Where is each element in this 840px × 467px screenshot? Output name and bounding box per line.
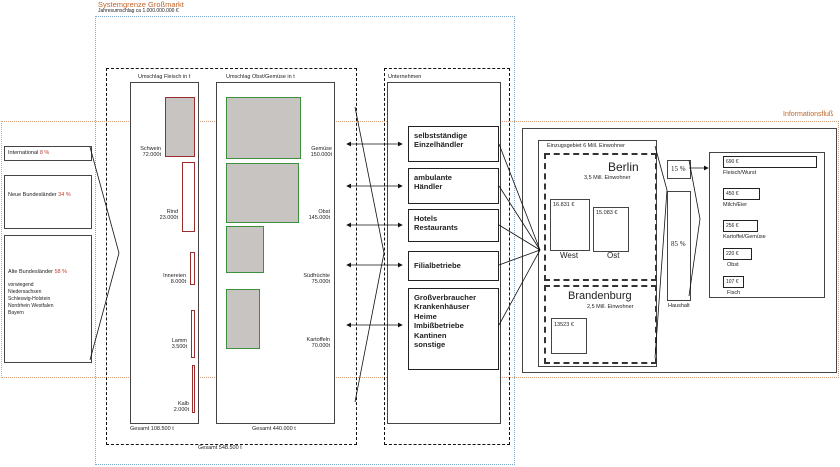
household-label: Haushalt bbox=[668, 303, 690, 309]
berlin-west-box: 16.831 € bbox=[550, 199, 590, 251]
brandenburg-box: 13523 € bbox=[551, 318, 587, 354]
meat-bar-kalb bbox=[192, 365, 195, 413]
origin-name: International bbox=[8, 150, 39, 156]
origin-international: International 8 % bbox=[4, 146, 92, 161]
origin-detail-1: Niedersachsen bbox=[8, 289, 42, 295]
meat-total: Gesamt 108.500 t bbox=[130, 426, 174, 432]
spending-item: 220 € bbox=[723, 248, 752, 260]
origin-neue-bundeslaender: Neue Bundesländer 34 % bbox=[4, 175, 92, 229]
meat-bar-innereien bbox=[190, 252, 195, 285]
meat-bar-schwein bbox=[165, 97, 195, 157]
spending-item: 450 € bbox=[723, 188, 760, 200]
origin-detail-4: Bayern bbox=[8, 310, 24, 316]
company-filialbetriebe: Filialbetriebe bbox=[408, 251, 499, 281]
produce-header: Umschlag Obst/Gemüse in t bbox=[226, 74, 295, 80]
produce-bar-gemuese bbox=[226, 97, 301, 159]
berlin-ost-label: Ost bbox=[607, 251, 620, 260]
origin-detail-3: Nordrhein Westfalen bbox=[8, 303, 54, 309]
produce-bar-suedfruechte bbox=[226, 226, 264, 273]
spending-label: Milch/Eier bbox=[723, 202, 748, 208]
produce-bar-obst bbox=[226, 163, 299, 223]
spending-item: 690 € bbox=[723, 156, 817, 168]
meat-bar-lamm bbox=[191, 310, 195, 358]
meat-header: Umschlag Fleisch in t bbox=[138, 74, 191, 80]
origin-pct: 8 % bbox=[39, 150, 50, 156]
spending-label: Fisch bbox=[727, 290, 741, 296]
company-fan-in bbox=[354, 106, 385, 403]
origin-pct: 58 % bbox=[54, 269, 68, 275]
origin-detail-2: Schleswig-Holstein bbox=[8, 296, 51, 302]
spending-label: Kartoffel/Gemüse bbox=[723, 234, 766, 240]
origin-detail-0: vorwiegend bbox=[8, 282, 34, 288]
system-subtitle: Jahresumschlag ca 1.000.000.000 € bbox=[98, 8, 179, 14]
system-total: Gesamt 548.500 t bbox=[198, 445, 242, 451]
spending-item: 256 € bbox=[723, 220, 758, 232]
brandenburg-name: Brandenburg bbox=[568, 290, 632, 302]
market-box bbox=[106, 68, 357, 445]
info-flow-label: Informationsfluß bbox=[783, 111, 834, 118]
berlin-name: Berlin bbox=[608, 160, 639, 174]
spending-item: 107 € bbox=[723, 276, 744, 288]
produce-bar-kartoffeln bbox=[226, 289, 260, 349]
system-boundary bbox=[95, 16, 515, 465]
companies-box bbox=[384, 68, 510, 445]
meat-bar-rind bbox=[182, 162, 195, 232]
catchment-title: Einzugsgebiet 6 Mill. Einwohner bbox=[547, 143, 625, 149]
origin-alte-bundeslaender: Alte Bundesländer 58 % vorwiegend Nieder… bbox=[4, 235, 92, 363]
berlin-ost-box: 15.083 € bbox=[593, 207, 629, 252]
system-title: Systemgrenze Großmarkt bbox=[98, 0, 184, 9]
spending-label: Fleisch/Wurst bbox=[723, 170, 757, 176]
origin-pct: 34 % bbox=[58, 192, 71, 198]
origin-name: Neue Bundesländer bbox=[8, 192, 57, 198]
produce-total: Gesamt 440.000 t bbox=[252, 426, 296, 432]
household-bottom: 85 % bbox=[667, 191, 691, 301]
berlin-west-label: West bbox=[560, 251, 579, 260]
brandenburg-population: 2,5 Mill. Einwohner bbox=[587, 304, 634, 310]
brandenburg-area bbox=[544, 285, 657, 364]
berlin-area bbox=[544, 153, 657, 281]
origin-funnel bbox=[89, 146, 120, 361]
origin-name: Alte Bundesländer bbox=[8, 269, 53, 275]
companies-header: Unternehmen bbox=[388, 74, 422, 80]
berlin-population: 3,5 Mill. Einwohner bbox=[584, 175, 631, 181]
spending-label: Obst bbox=[727, 262, 739, 268]
